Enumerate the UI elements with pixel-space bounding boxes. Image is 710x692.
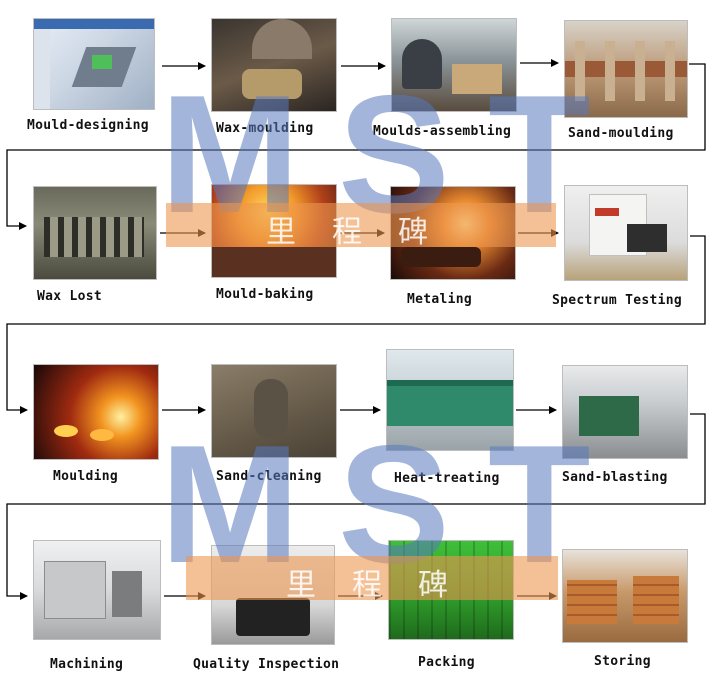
heat-treating-photo: [386, 349, 514, 451]
spectrum-testing-photo: [564, 185, 688, 281]
step-label-wax-lost: Wax Lost: [37, 289, 103, 304]
wax-lost-photo: [33, 186, 157, 280]
step-label-metaling: Metaling: [407, 292, 473, 307]
step-label-quality-inspection: Quality Inspection: [193, 657, 340, 672]
step-label-machining: Machining: [50, 657, 124, 672]
connector-row2-row3: [6, 235, 706, 414]
step-label-wax-moulding: Wax-moulding: [216, 121, 314, 136]
watermark-band-top: [166, 203, 556, 247]
step-label-heat-treating: Heat-treating: [394, 471, 500, 486]
wax-moulding-photo: [211, 18, 337, 112]
step-label-mould-baking: Mould-baking: [216, 287, 314, 302]
moulds-assembling-photo: [391, 18, 517, 112]
step-label-sand-moulding: Sand-moulding: [568, 126, 674, 141]
step-label-packing: Packing: [418, 655, 475, 670]
mould-designing-photo: [33, 18, 155, 110]
watermark-cjk-top: 里程碑: [266, 215, 464, 250]
connector-row1-row2: [6, 63, 706, 230]
connector-row3-row4: [6, 413, 706, 600]
step-label-moulding: Moulding: [53, 469, 119, 484]
sand-cleaning-photo: [211, 364, 337, 458]
storing-photo: [562, 549, 688, 643]
step-label-spectrum-testing: Spectrum Testing: [552, 293, 683, 308]
step-label-moulds-assembling: Moulds-assembling: [373, 124, 512, 139]
moulding-photo: [33, 364, 159, 460]
step-label-storing: Storing: [594, 654, 651, 669]
machining-photo: [33, 540, 161, 640]
step-label-sand-blasting: Sand-blasting: [562, 470, 668, 485]
watermark-band-bottom: [186, 556, 558, 600]
step-label-mould-designing: Mould-designing: [27, 118, 149, 133]
sand-blasting-photo: [562, 365, 688, 459]
step-label-sand-cleaning: Sand-cleaning: [216, 469, 322, 484]
sand-moulding-photo: [564, 20, 688, 118]
watermark-cjk-bottom: 里程碑: [286, 568, 484, 603]
